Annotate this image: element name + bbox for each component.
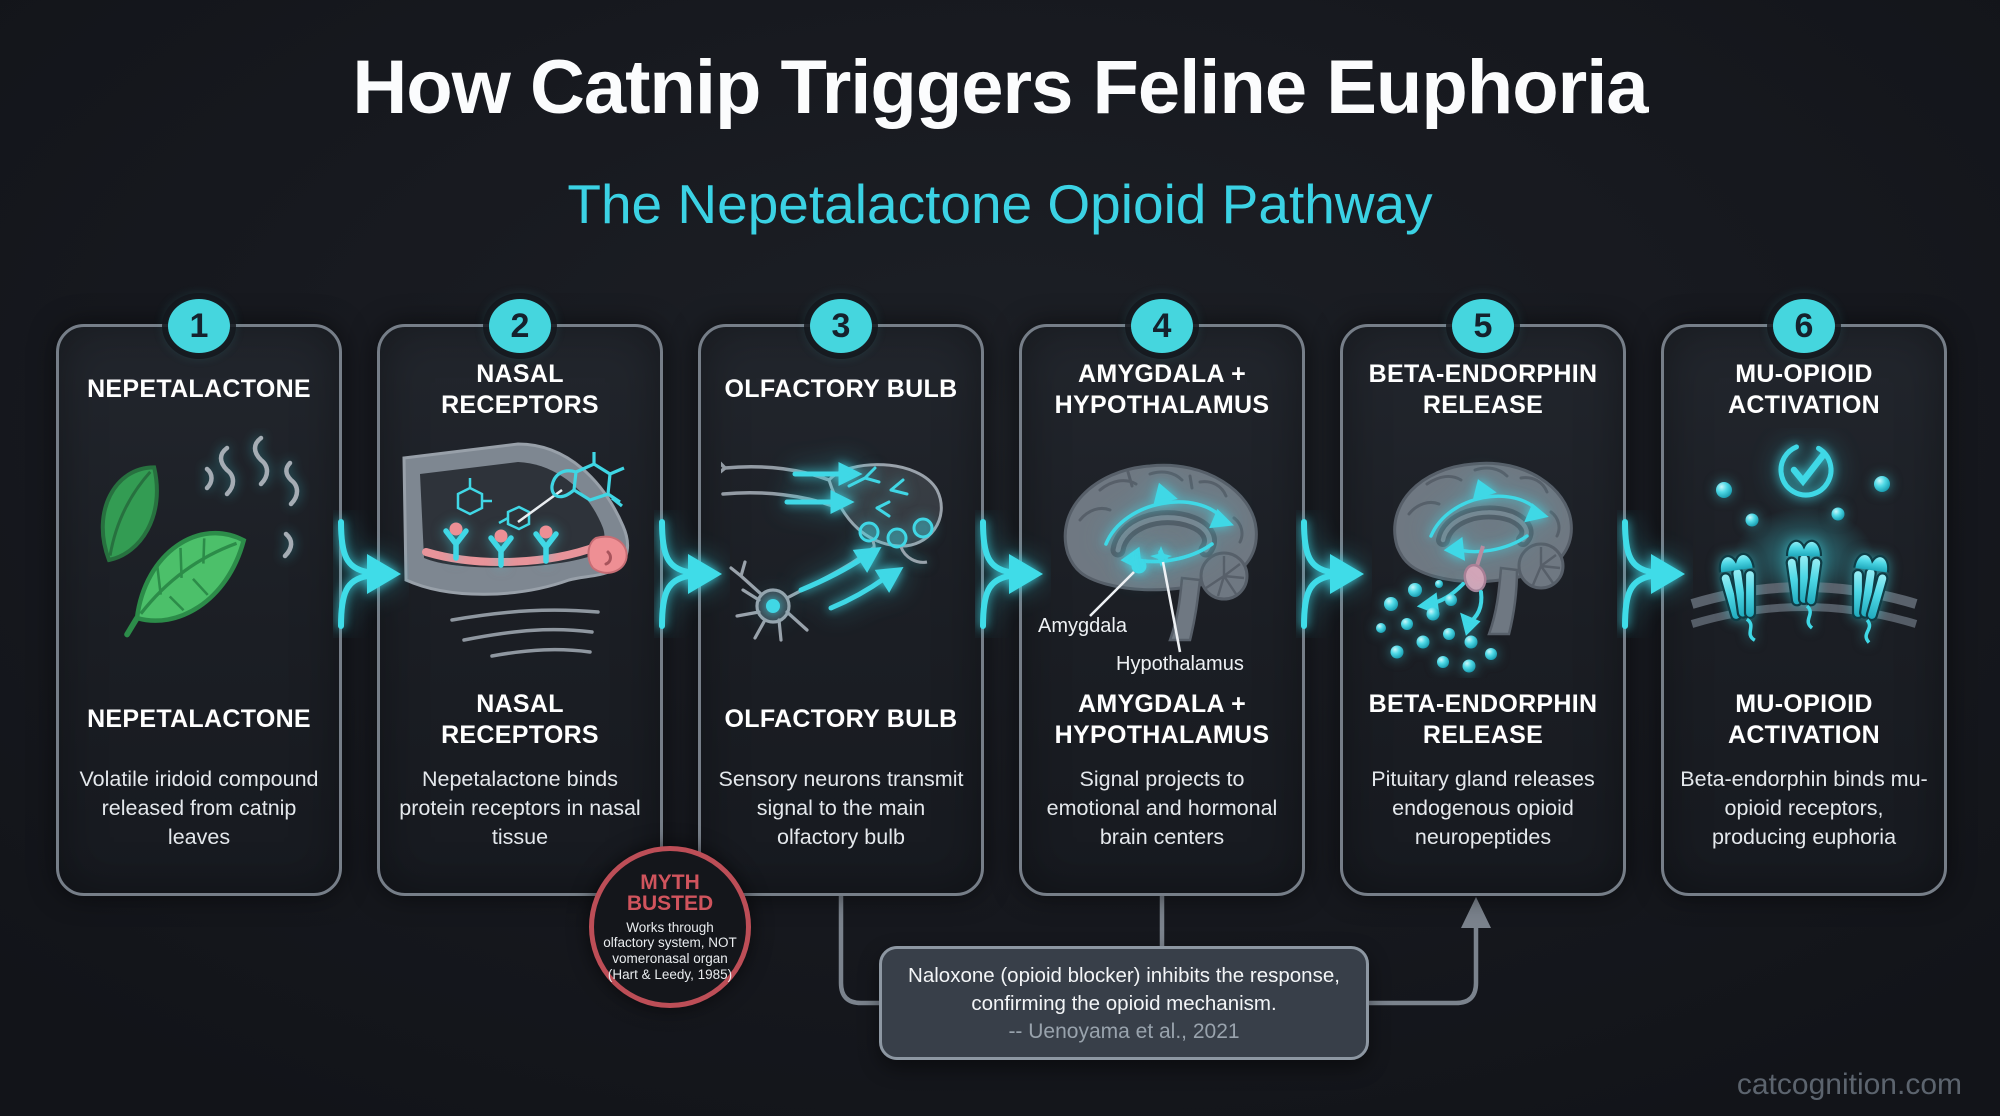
step-card-mu-opioid: 6 MU-OPIOID ACTIVATION	[1661, 299, 1947, 896]
front-leaf	[124, 530, 247, 638]
olfactory-neurons-icon	[721, 461, 943, 642]
cortical-folds	[1407, 466, 1561, 538]
step-title-top: MU-OPIOID ACTIVATION	[1727, 359, 1881, 420]
step-title-top: OLFACTORY BULB	[724, 375, 958, 404]
glomeruli	[858, 517, 934, 566]
step-title-top: AMYGDALA + HYPOTHALAMUS	[1054, 359, 1270, 420]
step-description: Volatile iridoid compound released from …	[79, 767, 319, 849]
step-title-bottom: NASAL RECEPTORS	[441, 689, 599, 750]
page-subtitle: The Nepetalactone Opioid Pathway	[567, 173, 1433, 235]
flow-arrow-icon	[1301, 519, 1364, 629]
step-title-top: BETA-ENDORPHIN RELEASE	[1368, 359, 1598, 420]
flow-arrow-icon	[980, 519, 1043, 629]
page-title: How Catnip Triggers Feline Euphoria	[352, 45, 1648, 130]
step-title-bottom: AMYGDALA + HYPOTHALAMUS	[1054, 689, 1270, 750]
hypothalamus-spark	[1150, 546, 1172, 567]
myth-busted-body: Works through olfactory system, NOT vome…	[603, 919, 737, 982]
endorphin-dots	[1716, 476, 1890, 527]
scent-waves	[204, 435, 300, 559]
endorphin-dots	[1376, 580, 1497, 673]
step-title-bottom: MU-OPIOID ACTIVATION	[1727, 689, 1881, 750]
step-number-badge: 4	[1131, 299, 1193, 353]
flow-arrow-icon	[1622, 519, 1685, 629]
myth-busted-title: MYTH BUSTED	[626, 870, 714, 916]
step-number-badge: 5	[1452, 299, 1514, 353]
brain-endorphin-icon	[1376, 461, 1573, 673]
step-number-badge: 1	[168, 299, 230, 353]
step-title-top: NEPETALACTONE	[87, 375, 311, 404]
step-title-bottom: NEPETALACTONE	[87, 705, 311, 734]
amygdala-pointer	[1089, 571, 1135, 617]
mucosa-band	[422, 542, 602, 567]
note-line-1: Naloxone (opioid blocker) inhibits the r…	[908, 964, 1340, 988]
step-number-badge: 3	[810, 299, 872, 353]
step-description: Signal projects to emotional and hormona…	[1046, 767, 1278, 849]
step-card-olfactory-bulb: 3 OLFACTORY BULB	[698, 299, 984, 896]
step-description: Sensory neurons transmit signal to the m…	[718, 767, 964, 849]
amygdala-dot	[1131, 558, 1147, 574]
pituitary-stalk	[1475, 545, 1485, 567]
flow-arrow-icon	[659, 519, 722, 629]
pituitary-gland	[1463, 563, 1487, 593]
brainstem	[1168, 576, 1202, 642]
step-description: Pituitary gland releases endogenous opio…	[1371, 767, 1595, 849]
brain-pathway-icon	[1063, 463, 1258, 653]
catnip-leaves-icon	[100, 435, 300, 638]
molecule-large	[550, 452, 625, 508]
step-number-badge: 2	[489, 299, 551, 353]
step-title-bottom: OLFACTORY BULB	[724, 705, 958, 734]
step-title-bottom: BETA-ENDORPHIN RELEASE	[1368, 689, 1598, 750]
note-citation: -- Uenoyama et al., 2021	[1008, 1019, 1240, 1043]
step-card-nepetalactone: 1 NEPETALACTONE	[56, 299, 342, 896]
amygdala-label: Amygdala	[1038, 615, 1127, 637]
axon-bundle	[721, 461, 835, 508]
arrow-up-icon	[1461, 897, 1491, 928]
receptor-proteins	[443, 522, 559, 568]
step-card-nasal-receptors: 2 NASAL RECEPTORS	[377, 299, 663, 896]
signal-arrows	[784, 461, 904, 611]
nose-tip	[587, 535, 628, 574]
neural-pathway	[1429, 479, 1549, 561]
note-line-2: confirming the opioid mechanism.	[971, 992, 1277, 1015]
hypothalamus-label: Hypothalamus	[1116, 653, 1244, 675]
nasal-cavity	[420, 462, 605, 568]
hypothalamus-pointer	[1161, 561, 1182, 653]
brainstem	[1487, 566, 1519, 636]
step-title-top: NASAL RECEPTORS	[441, 359, 599, 420]
cortical-folds	[1078, 470, 1244, 544]
check-circle-icon	[1778, 442, 1834, 498]
step-card-amygdala-hypothalamus: 4 AMYGDALA + HYPOTHALAMUS	[1019, 299, 1305, 896]
naloxone-note: Naloxone (opioid blocker) inhibits the r…	[879, 946, 1369, 1060]
whiskers	[450, 608, 600, 658]
step-number-badge: 6	[1773, 299, 1835, 353]
cat-nose-receptors-icon	[402, 442, 630, 658]
mu-receptors	[1718, 539, 1890, 644]
flow-arrow-icon	[338, 519, 401, 629]
step-card-beta-endorphin: 5 BETA-ENDORPHIN RELEASE	[1340, 299, 1626, 896]
myth-busted-badge: MYTH BUSTED Works through olfactory syst…	[589, 846, 751, 1008]
molecule-small	[456, 478, 531, 531]
sensory-neuron	[729, 546, 875, 642]
back-leaf	[100, 465, 159, 563]
terminal-branches	[847, 466, 909, 518]
nucleus	[766, 599, 780, 613]
watermark: catcognition.com	[1736, 1068, 1962, 1101]
step-description: Beta-endorphin binds mu-opioid receptors…	[1680, 767, 1928, 849]
step-description: Nepetalactone binds protein receptors in…	[399, 767, 641, 849]
mu-opioid-receptor-icon	[1690, 442, 1918, 644]
